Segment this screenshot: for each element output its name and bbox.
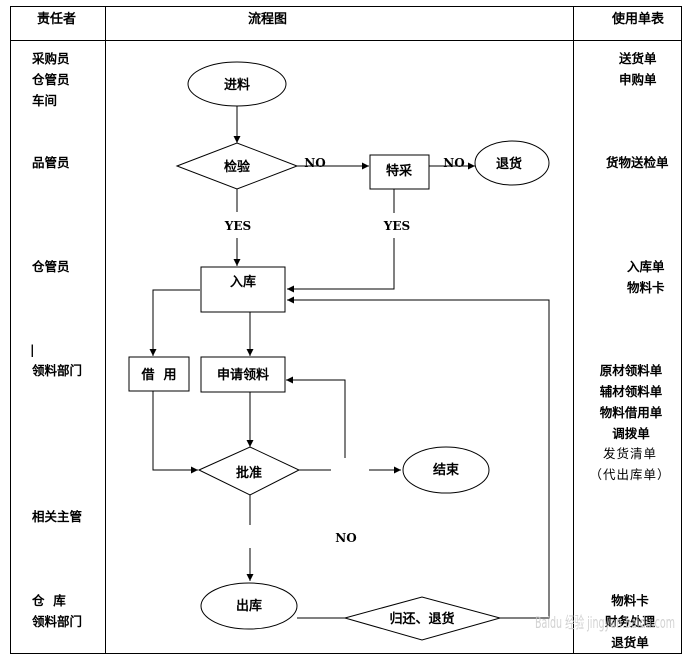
header-responsible: 责任者 (37, 12, 77, 27)
edge-approve-request-loop (286, 376, 346, 458)
form-item: （代出库单） (589, 467, 671, 482)
edge-special-yes-b (287, 238, 395, 293)
form-item: 调拨单 (612, 426, 650, 441)
node-warehousing (200, 266, 286, 313)
node-warehousing-label: 入库 (230, 274, 256, 290)
node-approve-label: 批准 (236, 465, 262, 481)
form-item: 物料卡 (611, 593, 649, 608)
form-item: 申购单 (619, 72, 657, 87)
node-return-goods (474, 140, 550, 186)
header-forms: 使用单表 (612, 12, 665, 27)
column-divider-2 (573, 6, 574, 654)
node-end-label: 结束 (433, 462, 460, 478)
watermark-logo: Baidu 经验 jingyan.baidu.com (535, 613, 675, 632)
form-item: 原材领料单 (599, 363, 663, 378)
responsible-item: | (30, 342, 35, 357)
node-end (402, 446, 490, 494)
forms-group-3: 入库单 物料卡 (627, 256, 665, 298)
form-item: 辅材领料单 (599, 384, 663, 399)
node-return-back (343, 596, 502, 641)
edge-label-inspect-no: NO (304, 156, 325, 170)
form-item: 物料借用单 (599, 405, 663, 420)
responsible-group-6: 仓 库 领料部门 (32, 590, 82, 632)
edge-label-inspect-yes: YES (224, 219, 251, 233)
node-inspect-label: 检验 (224, 159, 251, 175)
responsible-item: 仓 库 (32, 593, 66, 608)
header-flowchart: 流程图 (248, 12, 288, 27)
form-item: 送货单 (619, 51, 657, 66)
responsible-item: 仓管员 (32, 259, 70, 274)
forms-group-2: 货物送检单 (606, 152, 669, 173)
forms-group-1: 送货单 申购单 (619, 48, 657, 90)
form-item: 发货清单 (602, 446, 657, 461)
form-item: 入库单 (627, 259, 665, 274)
node-incoming-label: 进料 (224, 77, 250, 93)
responsible-item: 采购员 (32, 51, 70, 66)
responsible-group-4: 领料部门 (32, 360, 82, 381)
node-incoming (187, 61, 287, 107)
forms-group-6: 物料卡 财务处理 退货单 (602, 590, 658, 653)
responsible-group-2: 品管员 (32, 152, 70, 173)
edge-warehousing-borrow (149, 289, 200, 356)
form-item: 物料卡 (627, 280, 665, 295)
node-request (200, 356, 286, 393)
responsible-item: 仓管员 (32, 72, 70, 87)
node-outbound (200, 582, 298, 630)
node-outbound-label: 出库 (236, 598, 262, 614)
node-request-label: 申请领料 (217, 367, 269, 383)
node-inspect (175, 142, 299, 190)
responsible-group-1: 采购员 仓管员 车间 (32, 48, 70, 111)
responsible-item: 品管员 (32, 155, 70, 170)
responsible-group-3: 仓管员 (32, 256, 70, 277)
responsible-marker: | (30, 339, 35, 360)
forms-group-4: 原材领料单 辅材领料单 物料借用单 调拨单 (592, 360, 670, 444)
node-return-goods-label: 退货 (496, 156, 522, 172)
form-item: 货物送检单 (606, 155, 669, 170)
node-borrow (128, 356, 190, 392)
form-item: 退货单 (611, 635, 649, 650)
edge-label-special-yes: YES (383, 219, 410, 233)
node-return-back-label: 归还、退货 (389, 611, 454, 627)
node-special-label: 特采 (386, 163, 413, 179)
responsible-item: 相关主管 (32, 509, 83, 524)
node-special (369, 154, 430, 190)
responsible-item: 领料部门 (32, 614, 83, 629)
edge-return-warehousing (287, 296, 550, 619)
edge-label-special-no: NO (443, 156, 464, 170)
node-approve (197, 446, 301, 496)
edge-borrow-approve (152, 391, 198, 474)
node-borrow-label: 借 用 (140, 367, 176, 383)
responsible-item: 车间 (32, 93, 58, 108)
responsible-group-5: 相关主管 (32, 506, 82, 527)
table-frame (10, 6, 682, 654)
responsible-item: 领料部门 (32, 363, 83, 378)
column-divider-1 (105, 6, 106, 654)
edge-label-approve-no: NO (335, 531, 356, 545)
forms-group-5: 发货清单 （代出库单） (584, 443, 676, 485)
form-item: 财务处理 (604, 614, 655, 629)
header-divider (10, 40, 682, 41)
